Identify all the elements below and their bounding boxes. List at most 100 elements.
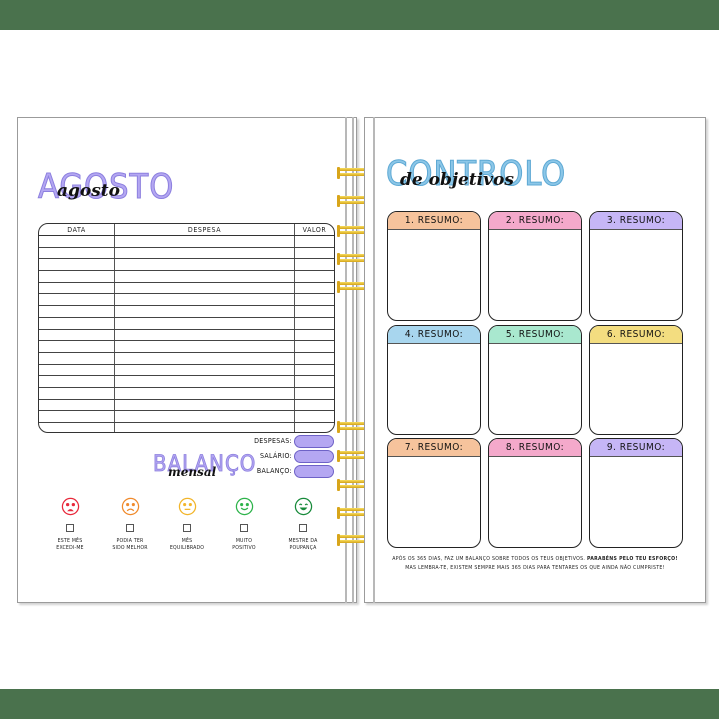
data-cell[interactable] <box>39 341 115 352</box>
valor-cell[interactable] <box>295 271 334 282</box>
data-cell[interactable] <box>39 236 115 247</box>
data-cell[interactable] <box>39 399 115 411</box>
column-header-valor: VALOR <box>302 226 327 234</box>
resumo-card-9[interactable]: 9. RESUMO: <box>589 438 683 548</box>
resumo-card-1[interactable]: 1. RESUMO: <box>387 211 481 321</box>
despesa-cell[interactable] <box>115 294 295 306</box>
resumo-card-4[interactable]: 4. RESUMO: <box>387 325 481 435</box>
balance-label-balanco: BALANÇO: <box>256 467 292 475</box>
resumo-card-header: 9. RESUMO: <box>590 439 682 457</box>
data-cell[interactable] <box>39 306 115 317</box>
expense-row[interactable] <box>39 294 334 307</box>
data-cell[interactable] <box>39 387 115 399</box>
despesa-cell[interactable] <box>115 411 295 422</box>
resumo-card-6[interactable]: 6. RESUMO: <box>589 325 683 435</box>
data-cell[interactable] <box>39 247 115 259</box>
valor-cell[interactable] <box>295 248 334 259</box>
despesa-cell[interactable] <box>115 376 295 387</box>
balance-title-big: BALANÇO <box>153 452 257 477</box>
expense-row[interactable] <box>39 399 334 412</box>
expense-row[interactable] <box>39 411 334 423</box>
resumo-card-8[interactable]: 8. RESUMO: <box>488 438 582 548</box>
despesas-input[interactable] <box>294 434 334 448</box>
valor-cell[interactable] <box>295 423 334 432</box>
despesa-cell[interactable] <box>115 306 295 317</box>
despesa-cell[interactable] <box>115 364 295 376</box>
expense-row[interactable] <box>39 329 334 342</box>
expense-row[interactable] <box>39 247 334 260</box>
expense-row[interactable] <box>39 271 334 283</box>
expense-row[interactable] <box>39 306 334 318</box>
resumo-card-3[interactable]: 3. RESUMO: <box>589 211 683 321</box>
expense-row[interactable] <box>39 364 334 377</box>
valor-cell[interactable] <box>295 294 334 305</box>
resumo-card-2[interactable]: 2. RESUMO: <box>488 211 582 321</box>
resumo-card-7[interactable]: 7. RESUMO: <box>387 438 481 548</box>
despesa-cell[interactable] <box>115 423 295 432</box>
data-cell[interactable] <box>39 364 115 376</box>
valor-cell[interactable] <box>295 236 334 247</box>
despesa-cell[interactable] <box>115 329 295 341</box>
expense-row[interactable] <box>39 387 334 400</box>
data-cell[interactable] <box>39 423 115 432</box>
data-cell[interactable] <box>39 271 115 282</box>
valor-cell[interactable] <box>295 388 334 399</box>
data-cell[interactable] <box>39 411 115 422</box>
valor-cell[interactable] <box>295 283 334 294</box>
despesa-cell[interactable] <box>115 387 295 399</box>
mood-checkbox[interactable] <box>240 524 248 532</box>
data-cell[interactable] <box>39 376 115 387</box>
resumo-card-header: 2. RESUMO: <box>489 212 581 230</box>
expense-table-header: DATA DESPESA VALOR <box>39 224 334 236</box>
expense-row[interactable] <box>39 259 334 272</box>
valor-cell[interactable] <box>295 330 334 341</box>
balanco-input[interactable] <box>294 464 334 478</box>
mood-checkbox[interactable] <box>66 524 74 532</box>
valor-cell[interactable] <box>295 318 334 329</box>
valor-cell[interactable] <box>295 411 334 422</box>
salario-input[interactable] <box>294 449 334 463</box>
expense-row[interactable] <box>39 317 334 330</box>
valor-cell[interactable] <box>295 353 334 364</box>
column-header-despesa: DESPESA <box>115 224 295 235</box>
data-cell[interactable] <box>39 317 115 329</box>
despesa-cell[interactable] <box>115 271 295 282</box>
despesa-cell[interactable] <box>115 247 295 259</box>
despesa-cell[interactable] <box>115 282 295 294</box>
mood-checkbox[interactable] <box>299 524 307 532</box>
despesa-cell[interactable] <box>115 259 295 271</box>
data-cell[interactable] <box>39 352 115 364</box>
expense-row[interactable] <box>39 376 334 388</box>
data-cell[interactable] <box>39 329 115 341</box>
valor-cell[interactable] <box>295 259 334 270</box>
mood-checkbox[interactable] <box>126 524 134 532</box>
resumo-card-header: 1. RESUMO: <box>388 212 480 230</box>
mood-checkbox[interactable] <box>183 524 191 532</box>
expense-row[interactable] <box>39 282 334 295</box>
balance-field-despesas: DESPESAS: <box>230 434 334 448</box>
month-title-big: AGOSTO <box>37 167 175 207</box>
despesa-cell[interactable] <box>115 236 295 247</box>
data-cell[interactable] <box>39 282 115 294</box>
valor-cell[interactable] <box>295 400 334 411</box>
balance-label-salario: SALÁRIO: <box>260 452 292 460</box>
despesa-cell[interactable] <box>115 341 295 352</box>
expense-row[interactable] <box>39 341 334 353</box>
data-cell[interactable] <box>39 259 115 271</box>
despesa-cell[interactable] <box>115 352 295 364</box>
despesa-cell[interactable] <box>115 317 295 329</box>
resumo-card-header: 4. RESUMO: <box>388 326 480 344</box>
resumo-card-5[interactable]: 5. RESUMO: <box>488 325 582 435</box>
valor-cell[interactable] <box>295 306 334 317</box>
expense-row[interactable] <box>39 352 334 365</box>
expense-row[interactable] <box>39 423 334 432</box>
expense-row[interactable] <box>39 236 334 248</box>
valor-cell[interactable] <box>295 376 334 387</box>
data-cell[interactable] <box>39 294 115 306</box>
valor-cell[interactable] <box>295 365 334 376</box>
despesa-cell[interactable] <box>115 399 295 411</box>
goals-footer-note: APÓS OS 365 DIAS, FAZ UM BALANÇO SOBRE T… <box>370 555 700 573</box>
valor-cell[interactable] <box>295 341 334 352</box>
